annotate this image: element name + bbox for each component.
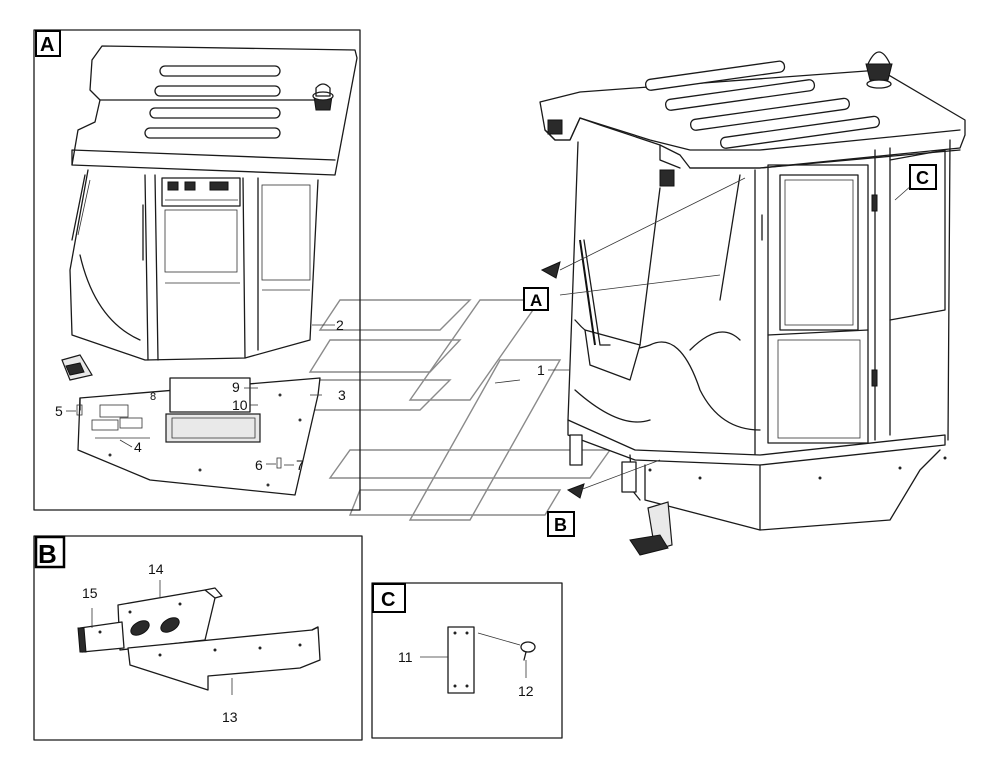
section-label-a: A — [40, 34, 54, 56]
panel-a: A — [33, 29, 361, 511]
callout-12: 12 — [518, 683, 534, 699]
marker-a-box — [523, 287, 549, 311]
background-watermark — [298, 299, 612, 521]
marker-c-box — [909, 164, 937, 190]
callout-4: 4 — [134, 439, 142, 455]
panel-c: C 11 12 — [371, 582, 563, 739]
callout-2: 2 — [336, 317, 344, 333]
panel-a-frame — [33, 29, 361, 511]
callout-11: 11 — [398, 649, 413, 665]
marker-b-box — [547, 511, 575, 537]
section-label-c: C — [381, 589, 395, 611]
section-label-box-b — [34, 535, 66, 569]
callout-14: 14 — [148, 561, 164, 577]
marker-b: B — [554, 515, 567, 535]
callout-1: 1 — [537, 362, 545, 378]
marker-a: A — [530, 291, 542, 310]
panel-c-frame — [371, 582, 563, 739]
main-cab-view: 1 A B C — [494, 51, 966, 556]
callout-6: 6 — [255, 457, 263, 473]
marker-c: C — [916, 168, 929, 188]
section-label-b: B — [38, 539, 57, 569]
callout-8: 8 — [150, 391, 156, 403]
callout-15: 15 — [82, 585, 98, 601]
section-label-box-a — [35, 30, 61, 57]
callout-3: 3 — [338, 387, 346, 403]
callout-5: 5 — [55, 403, 63, 419]
callout-7: 7 — [296, 457, 304, 473]
callout-13: 13 — [222, 709, 238, 725]
section-label-box-c — [372, 583, 406, 613]
panel-b: B 15 14 13 — [33, 535, 363, 741]
callout-9: 9 — [232, 379, 240, 395]
panel-b-frame — [33, 535, 363, 741]
callout-10: 10 — [232, 397, 248, 413]
